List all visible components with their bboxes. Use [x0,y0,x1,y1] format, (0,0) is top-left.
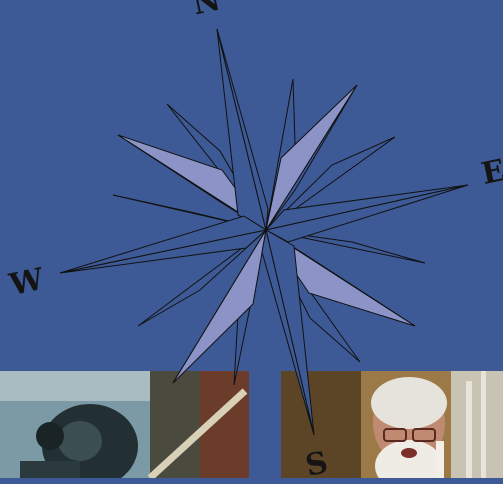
west-label: W [7,265,46,301]
cardinal-points [60,29,468,435]
north-label: N [190,0,223,21]
